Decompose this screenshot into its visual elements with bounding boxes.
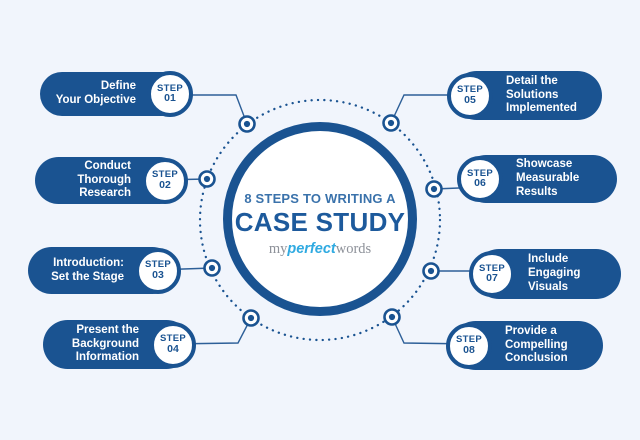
step-label: Define Your Objective [55,80,136,106]
step-word: STEP [156,82,183,94]
step-word: STEP [478,262,505,274]
ring-node-07 [422,262,440,280]
step-word: STEP [151,169,178,180]
step-number: 02 [159,178,171,191]
step-number-badge: STEP 02 [142,157,188,204]
step-number-badge: STEP 08 [446,322,492,369]
ring-node-05 [382,114,400,132]
step-number: 06 [474,177,486,190]
infographic-subtitle: 8 STEPS TO WRITING A [244,190,396,206]
logo-part-perfect: perfect [287,240,336,257]
logo-part-my: my [268,240,288,257]
step-number: 01 [164,92,176,105]
step-pill-07: Include Engaging Visuals STEP 07 [469,249,621,299]
step-number: 05 [464,93,476,106]
step-word: STEP [455,334,482,345]
step-label: Conduct Thorough Research [77,159,131,200]
step-word: STEP [456,84,483,95]
step-word: STEP [159,333,186,344]
step-pill-04: Present the Background Information STEP … [43,320,196,369]
step-label: Provide a Compelling Conclusion [505,324,568,365]
step-number-badge: STEP 04 [150,321,196,368]
ring-node-04 [242,309,260,327]
infographic-title: CASE STUDY [234,206,406,237]
ring-node-01 [238,115,256,133]
ring-node-08 [383,308,401,326]
dotted-ring [198,98,442,342]
step-number: 04 [167,342,179,355]
ring-node-02 [198,170,216,188]
step-pill-03: Introduction: Set the Stage STEP 03 [28,247,181,294]
step-word: STEP [466,167,493,179]
step-word: STEP [144,259,171,270]
brand-logo: myperfectwords [269,241,371,258]
step-label: Introduction: Set the Stage [51,256,124,283]
step-pill-05: Detail the Solutions Implemented STEP 05 [447,71,602,120]
step-number-badge: STEP 06 [457,156,503,202]
step-number-badge: STEP 03 [135,247,181,294]
step-number-badge: STEP 05 [447,72,493,119]
step-label: Detail the Solutions Implemented [506,74,577,115]
ring-node-03 [203,259,221,277]
step-number: 08 [463,343,475,356]
logo-part-words: words [335,240,372,257]
step-label: Showcase Measurable Results [516,158,580,198]
step-pill-01: Define Your Objective STEP 01 [40,71,193,117]
step-label: Include Engaging Visuals [528,253,581,293]
step-pill-06: Showcase Measurable Results STEP 06 [457,155,617,203]
step-label: Present the Background Information [71,323,139,364]
step-pill-08: Provide a Compelling Conclusion STEP 08 [446,321,603,370]
ring-node-06 [425,180,443,198]
step-number-badge: STEP 07 [469,251,515,297]
center-circle: 8 STEPS TO WRITING A CASE STUDY myperfec… [223,122,417,316]
step-number-badge: STEP 01 [147,71,193,117]
ring-nodes [198,114,443,327]
step-pill-02: Conduct Thorough Research STEP 02 [35,157,188,204]
step-number: 03 [152,268,164,281]
step-number: 07 [486,272,498,285]
